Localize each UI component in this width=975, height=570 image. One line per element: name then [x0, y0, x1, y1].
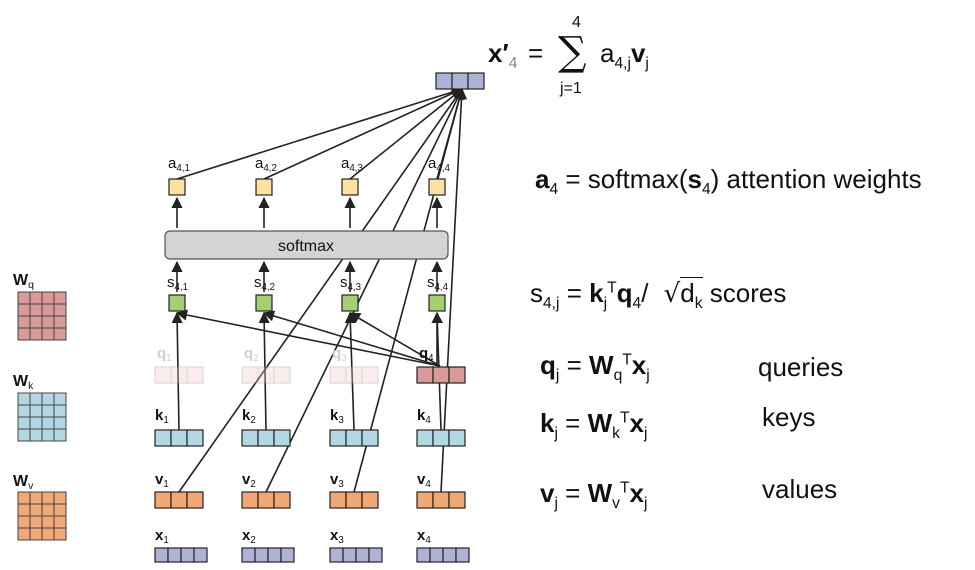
arrow-value-to-output-2 [265, 87, 463, 493]
v-label-1: v1 [155, 471, 169, 490]
arrow-key-to-score-1 [171, 311, 183, 431]
v-label-4: v4 [417, 471, 431, 490]
weight-label-4: a4,4 [428, 155, 450, 174]
weight-label-3: a4,3 [341, 155, 363, 174]
keys-equation: kj = WkTxj [540, 408, 648, 443]
score-box-2 [255, 294, 273, 312]
x-vector-3 [329, 547, 383, 563]
x-label-1: x1 [155, 527, 169, 546]
k-label-3: k3 [330, 407, 344, 426]
arrow-key-to-score-3 [344, 311, 356, 431]
q-vector-2 [241, 366, 291, 384]
weight-box-1 [168, 178, 186, 196]
x-label-4: x4 [417, 527, 431, 546]
q-label-1: q1 [157, 345, 172, 364]
arrow-q4-to-score-1 [175, 309, 441, 367]
attention-weights-equation: a4 = softmax(s4) attention weights [535, 164, 922, 199]
values-label: values [762, 474, 838, 504]
q-label-2: q2 [244, 345, 259, 364]
matrix-wv [17, 491, 67, 541]
v-label-3: v3 [330, 471, 344, 490]
k-label-1: k1 [155, 407, 169, 426]
connection-lines [171, 86, 468, 493]
v-vector-3 [329, 491, 379, 509]
queries-equation: qj = WqTxj [540, 350, 650, 385]
v-vector-4 [416, 491, 466, 509]
v-vector-2 [241, 491, 291, 509]
scores-equation: s4,j = kjTq4/ √dk scores [530, 277, 787, 313]
v-vector-1 [154, 491, 204, 509]
arrow-value-to-output-4 [440, 87, 468, 493]
x-label-3: x3 [330, 527, 344, 546]
score-label-4: s4,4 [427, 274, 449, 293]
weight-label-2: a4,2 [255, 155, 277, 174]
q-vector-4 [416, 366, 466, 384]
arrow-q4-to-score-3 [349, 312, 441, 367]
weight-box-2 [255, 178, 273, 196]
arrow-key-to-score-2 [258, 311, 270, 431]
weight-label-1: a4,1 [168, 155, 190, 174]
keys-label: keys [762, 402, 816, 432]
softmax-label: softmax [278, 238, 334, 255]
k-vector-2 [241, 429, 291, 447]
q-label-4: q4 [419, 345, 434, 364]
values-equation: vj = WvTxj [540, 478, 648, 513]
vector-blocks [17, 72, 485, 563]
score-label-2: s4,2 [254, 274, 275, 293]
matrix-wk-label: Wk [13, 373, 34, 392]
score-label-3: s4,3 [340, 274, 361, 293]
weight-box-3 [341, 178, 359, 196]
x-label-2: x2 [242, 527, 256, 546]
k-label-2: k2 [242, 407, 256, 426]
matrix-wv-label: Wv [13, 473, 34, 492]
score-box-4 [428, 294, 446, 312]
x-vector-2 [241, 547, 295, 563]
q-vector-1 [154, 366, 204, 384]
arrow-weight-to-output-1 [176, 86, 464, 180]
arrow-weight-to-output-3 [349, 88, 463, 180]
k-label-4: k4 [417, 407, 431, 426]
x-vector-1 [154, 547, 208, 563]
score-label-1: s4,1 [167, 274, 188, 293]
matrix-wq [17, 291, 67, 341]
output-vector-x4 [435, 72, 485, 90]
arrow-value-to-output-1 [178, 88, 463, 493]
q-vector-3 [329, 366, 379, 384]
arrow-value-to-output-3 [353, 87, 465, 493]
v-label-2: v2 [242, 471, 256, 490]
matrix-wq-label: Wq [13, 272, 34, 291]
weight-box-4 [428, 178, 446, 196]
arrow-weight-to-output-2 [263, 88, 464, 180]
softmax-box [164, 230, 449, 260]
score-box-1 [168, 294, 186, 312]
matrix-wk [17, 392, 67, 442]
arrow-q4-to-score-2 [262, 310, 441, 367]
queries-label: queries [758, 352, 844, 382]
score-box-3 [341, 294, 359, 312]
k-vector-1 [154, 429, 204, 447]
x-vector-4 [416, 547, 470, 563]
q-label-3: q3 [332, 345, 347, 364]
k-vector-3 [329, 429, 379, 447]
k-vector-4 [416, 429, 466, 447]
